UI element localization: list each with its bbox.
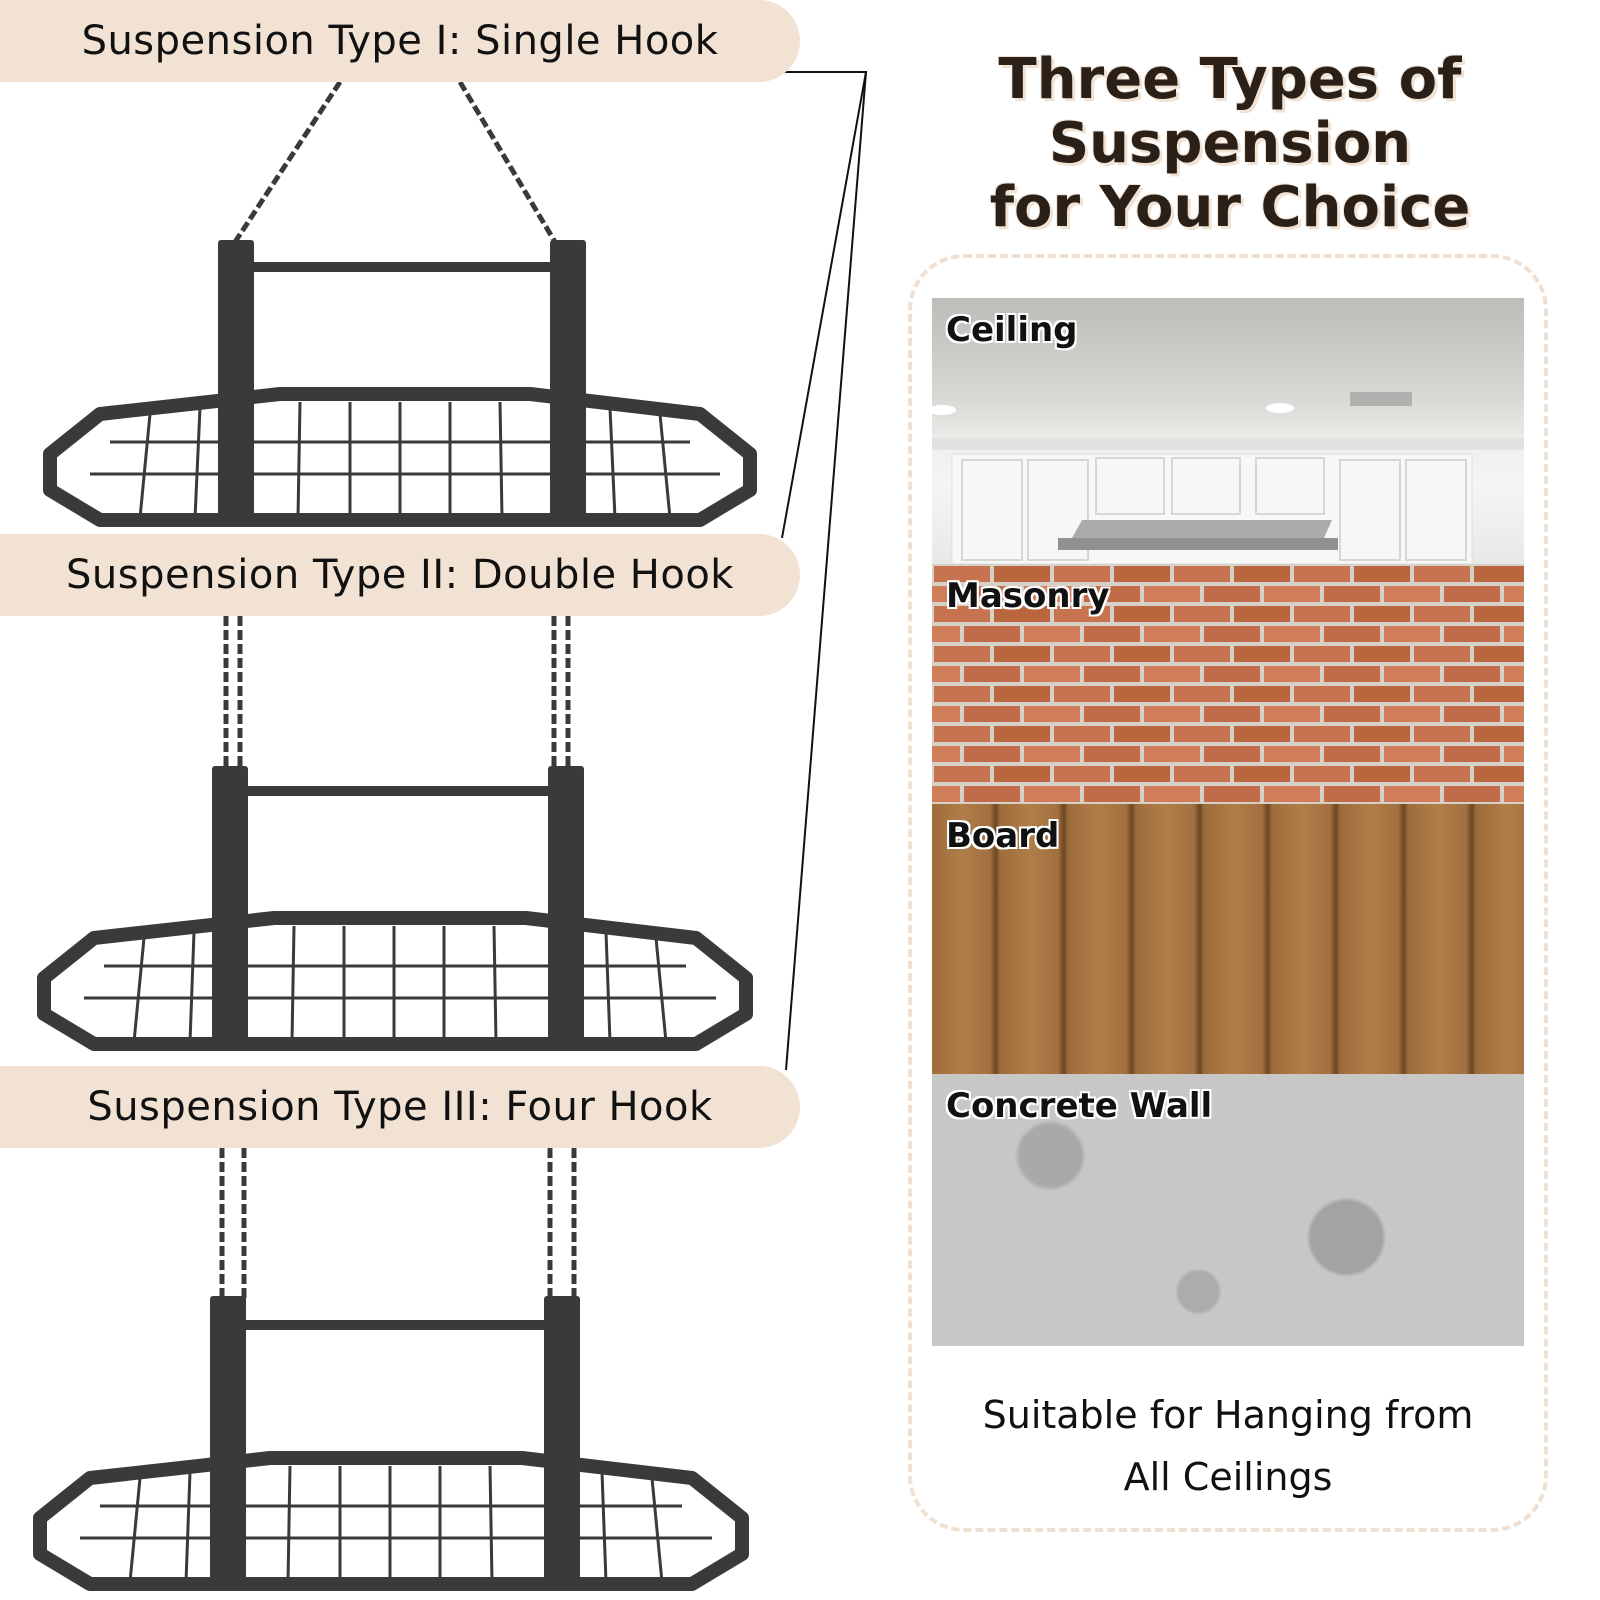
brick-pattern <box>932 564 1524 804</box>
headline-line-1: Three Types of Suspension <box>998 47 1462 176</box>
headline: Three Types of Suspension for Your Choic… <box>870 48 1590 240</box>
concrete-wall-surface-image: Concrete Wall <box>932 1074 1524 1346</box>
surfaces-panel <box>908 254 1548 1532</box>
concrete-wall-label: Concrete Wall <box>946 1086 1213 1126</box>
pot-rack-single-hook-image <box>43 82 757 527</box>
pot-rack-four-hook-image <box>33 1148 749 1591</box>
suspension-type-1-label: Suspension Type I: Single Hook <box>0 0 800 82</box>
footnote-line-2: All Ceilings <box>1123 1455 1333 1499</box>
board-label: Board <box>946 816 1060 856</box>
footnote-line-1: Suitable for Hanging from <box>982 1393 1474 1437</box>
masonry-surface-image: Masonry <box>932 564 1524 804</box>
ceiling-label: Ceiling <box>946 310 1078 350</box>
suspension-type-2-label: Suspension Type II: Double Hook <box>0 534 800 616</box>
footnote: Suitable for Hanging from All Ceilings <box>920 1384 1536 1508</box>
headline-line-2: for Your Choice <box>989 175 1471 240</box>
ceiling-surface-image: Ceiling <box>932 298 1524 564</box>
suspension-type-3-label: Suspension Type III: Four Hook <box>0 1066 800 1148</box>
board-surface-image: Board <box>932 804 1524 1074</box>
masonry-label: Masonry <box>946 576 1110 616</box>
kitchen-ceiling-illustration <box>932 392 1524 564</box>
pot-rack-double-hook-image <box>37 616 753 1051</box>
